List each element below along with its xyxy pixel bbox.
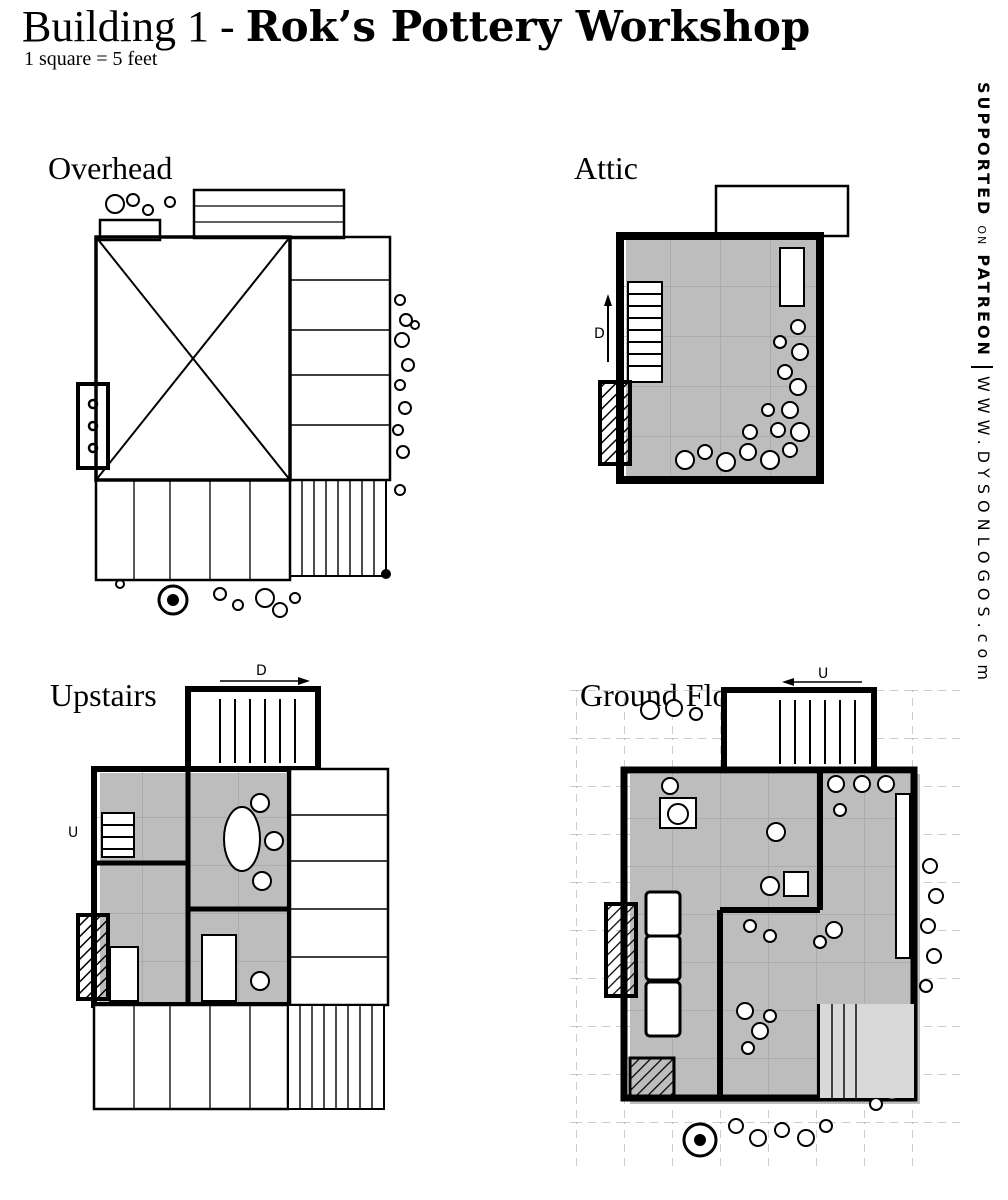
credit-patreon: PATREON [974, 254, 993, 358]
upstairs-stairs-side [101, 812, 135, 858]
upstairs-bed-left [109, 946, 139, 1002]
upstairs-table [223, 806, 261, 872]
overhead-rocks [105, 193, 420, 618]
credit-supported: SUPPORTED [974, 82, 993, 218]
ground-stair-block [721, 687, 877, 773]
ground-shelf [895, 793, 911, 959]
credit-text: SUPPORTED ON PATREON WWW.DYSONLOGOS.com [970, 82, 994, 686]
attic-chimney [598, 380, 632, 466]
ground-pottery-wheels [644, 890, 682, 1038]
attic-bed [779, 247, 805, 307]
title-prefix: Building 1 - [22, 2, 246, 51]
upstairs-chimney [76, 913, 110, 1001]
credit-on: ON [975, 225, 988, 247]
upstairs-stairs [219, 699, 296, 763]
attic-pots [675, 319, 810, 472]
ground-porch [820, 1004, 914, 1098]
upstairs-stair-block [185, 686, 321, 772]
overhead-label: Overhead [48, 150, 173, 186]
attic-roof-edge [714, 184, 850, 238]
attic-map: D [594, 184, 850, 484]
overhead-map [76, 188, 420, 618]
page-title: Building 1 - Rok’s Pottery Workshop [22, 2, 810, 52]
overhead-chimney [76, 382, 110, 470]
overhead-small-roof [98, 218, 162, 242]
upstairs-stair-label-top: D [256, 663, 267, 679]
overhead-lower-roof [94, 478, 292, 582]
sidebar-credit: SUPPORTED ON PATREON WWW.DYSONLOGOS.com [962, 82, 1002, 742]
ground-crate [628, 1056, 676, 1100]
upstairs-bed-right [201, 934, 237, 1002]
ground-stair-label: U [818, 666, 828, 682]
attic-label: Attic [574, 150, 638, 186]
upstairs-roof-right [288, 767, 390, 1007]
upstairs-label: Upstairs [50, 677, 157, 713]
ground-stairs [779, 700, 856, 764]
upstairs-map: D U [68, 663, 390, 1111]
attic-stair-label: D [594, 326, 605, 342]
title-name: Rok’s Pottery Workshop [245, 2, 811, 51]
overhead-top-roof [192, 188, 346, 240]
ground-kiln [604, 902, 638, 998]
scale-note: 1 square = 5 feet [24, 48, 158, 70]
upstairs-stair-label-side: U [68, 825, 78, 841]
attic-stairs [627, 281, 663, 383]
credit-divider [971, 365, 994, 368]
credit-url: WWW.DYSONLOGOS.com [974, 375, 993, 686]
overhead-right-roof [288, 235, 392, 482]
upstairs-lower-roof [92, 1003, 290, 1111]
ground-floor-map: U [570, 666, 960, 1166]
